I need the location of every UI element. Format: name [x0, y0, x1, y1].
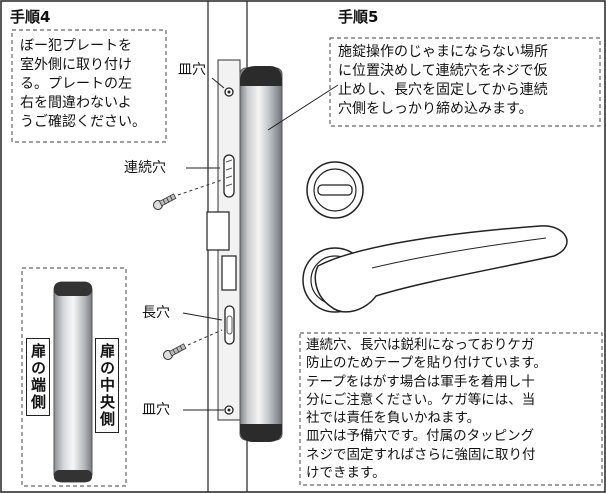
step5-title: 手順5: [338, 8, 379, 26]
step4-note-box: [11, 29, 167, 143]
screw-lower: [163, 343, 187, 360]
long-slot: [224, 305, 235, 345]
continuous-slot: [223, 154, 235, 198]
screw-upper: [153, 193, 177, 210]
warning-note: 連続穴、長穴は鋭利になっておりケガ 防止のためテープを貼り付けています。 テープ…: [306, 337, 547, 482]
lever-handle: [302, 225, 568, 313]
step5-note: 施錠操作のじゃまにならない場所 に位置決めして連続穴をネジで仮 止めし、長穴を固…: [338, 44, 548, 117]
label-naga: 長穴: [142, 305, 170, 321]
thumbturn: [306, 161, 364, 219]
latch-strike: [206, 211, 230, 251]
step4-note: ぼー犯プレートを 室外側に取り付け る。プレートの左 右を間違わないよ うご確認…: [20, 38, 146, 130]
label-sara-bottom: 皿穴: [142, 402, 170, 418]
guard-plate: [239, 66, 283, 442]
label-renzoku: 連続穴: [124, 160, 166, 176]
leader-naga: [182, 312, 223, 321]
plate-center-side-label: 扉の中央側: [95, 338, 119, 433]
step4-title: 手順4: [10, 8, 51, 26]
step5-note-box: [329, 37, 601, 127]
leader-step5: [267, 84, 339, 131]
plate-preview-box: [21, 267, 127, 487]
plate-edge-side-label: 扉の端側: [26, 338, 50, 416]
plate-preview: [53, 281, 93, 483]
leader-sara-top: [211, 77, 225, 89]
screw-upper-guide: [177, 179, 223, 196]
label-sara-top: 皿穴: [178, 62, 206, 78]
deadbolt-strike: [221, 255, 237, 291]
warning-box: [299, 332, 603, 486]
screw-lower-guide: [187, 329, 223, 346]
